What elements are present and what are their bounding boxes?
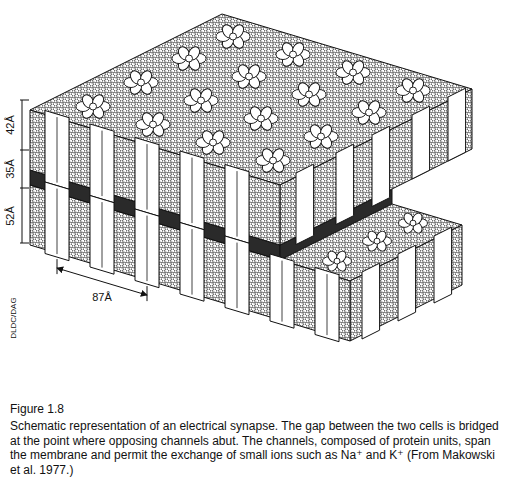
channel-unit [225, 236, 249, 315]
connexon [244, 105, 278, 133]
connexon [136, 111, 170, 139]
dimension-label: 87Å [91, 290, 113, 303]
channel-unit [362, 263, 380, 339]
channel-unit [90, 196, 114, 275]
channel-unit [412, 106, 430, 179]
channel-unit [45, 182, 69, 261]
channel-groove [57, 189, 58, 255]
channel-unit [296, 164, 314, 244]
channel-groove [102, 202, 103, 268]
channel-unit [398, 245, 416, 321]
connexon [172, 45, 206, 73]
channel-groove [102, 131, 103, 197]
channel-unit [448, 88, 466, 161]
connexon [336, 59, 370, 87]
channel-groove [192, 229, 193, 295]
connexon [196, 129, 230, 157]
channel-groove [237, 243, 238, 309]
dimension-tick [20, 243, 29, 244]
connexon [304, 123, 338, 151]
connexon [124, 69, 158, 97]
connexon [184, 87, 218, 115]
dimension-label: 52Å [4, 205, 17, 227]
channel-unit [135, 138, 159, 217]
figure-caption: Schematic representation of an electrica… [10, 419, 500, 477]
connexon [396, 77, 430, 105]
connexon [76, 93, 110, 121]
connexon [352, 99, 386, 127]
connexon [276, 41, 310, 69]
membrane-side [350, 225, 462, 341]
channel-groove [57, 117, 58, 183]
channel-groove [327, 274, 328, 335]
connexon [323, 249, 352, 272]
channel-groove [282, 261, 283, 322]
channel-unit [315, 268, 339, 342]
connexon [292, 81, 326, 109]
connexon [232, 63, 266, 91]
connexon [216, 23, 250, 51]
channel-unit [336, 144, 354, 224]
channel-unit [270, 254, 294, 328]
dimension-tick [147, 286, 148, 301]
channel-unit [180, 223, 204, 302]
channel-unit [434, 227, 452, 303]
channel-unit [135, 209, 159, 288]
channel-groove [237, 171, 238, 237]
channel-unit [180, 151, 204, 230]
channel-groove [147, 216, 148, 282]
connexon [363, 229, 392, 252]
connexon [399, 211, 428, 234]
dimension-tick [20, 150, 29, 151]
channel-groove [147, 144, 148, 210]
membrane-side [280, 89, 472, 245]
dimension-tick [20, 188, 29, 189]
channel-unit [225, 165, 249, 244]
connexon [256, 147, 290, 175]
dimension-label: 42Å [4, 114, 17, 136]
dimension-bar [22, 100, 23, 243]
dimension-tick [57, 259, 58, 274]
channel-unit [90, 124, 114, 203]
figure-title: Figure 1.8 [10, 402, 64, 416]
channel-unit [372, 126, 390, 206]
dimension-tick [20, 100, 29, 101]
dimension-label: 35Å [4, 158, 17, 180]
channel-unit [45, 111, 69, 190]
artist-signature: DLDC/DAG [9, 297, 18, 338]
channel-groove [192, 158, 193, 224]
